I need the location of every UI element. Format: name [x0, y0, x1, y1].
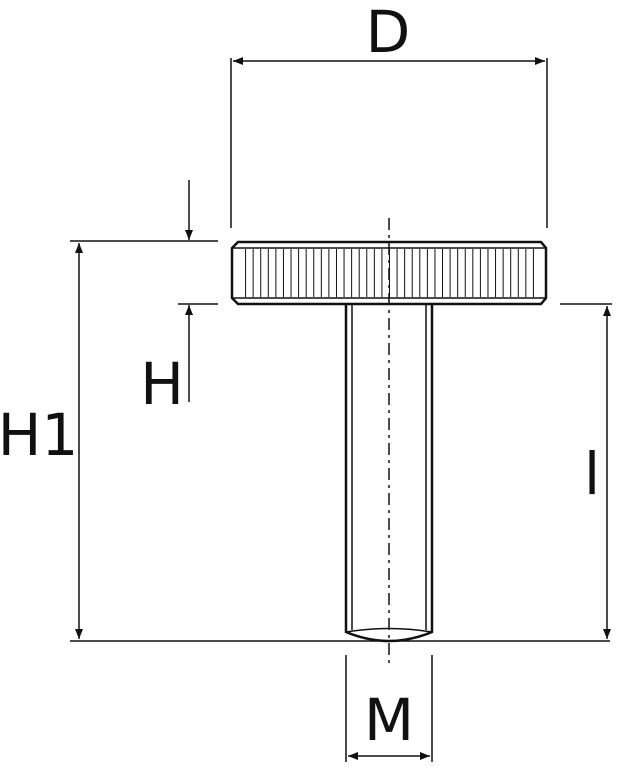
label-l: l [584, 440, 600, 508]
dimension-d: D [230, 0, 548, 228]
label-m: M [364, 686, 414, 754]
threaded-shank [344, 304, 434, 643]
knurled-head [230, 240, 548, 306]
dimension-h: H [140, 180, 218, 418]
label-h: H [140, 350, 184, 418]
dimension-m: M [345, 655, 433, 762]
dimension-h1: H1 [0, 240, 610, 642]
knurl-pattern [245, 249, 534, 297]
dimension-l: l [560, 303, 612, 639]
label-h1: H1 [0, 401, 78, 469]
label-d: D [366, 0, 411, 66]
